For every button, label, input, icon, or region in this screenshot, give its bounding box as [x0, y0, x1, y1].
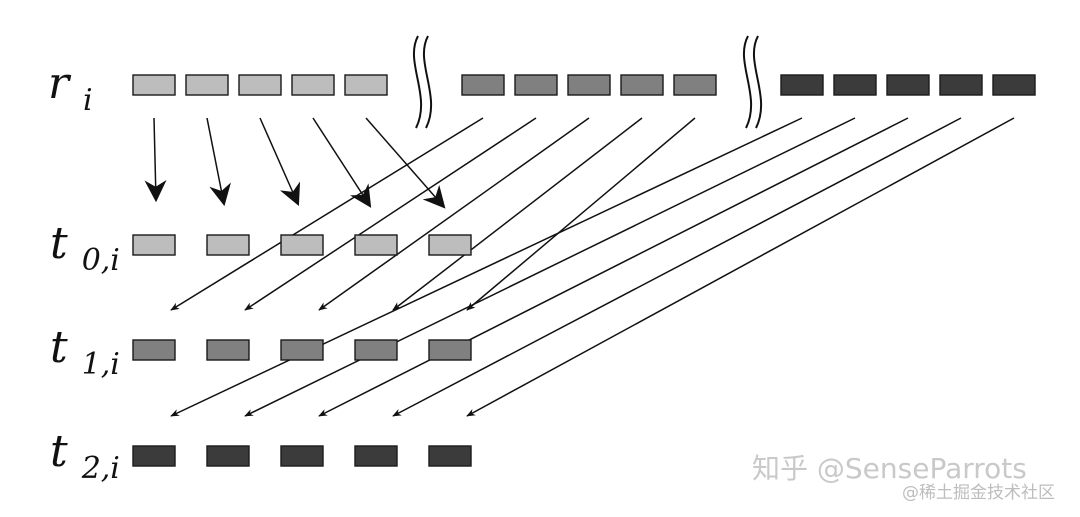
break-mark-2 [743, 35, 763, 129]
r-cell-g1-4 [673, 74, 717, 96]
t1-cell-2 [280, 339, 324, 361]
label-t1-sub: 1,i [82, 347, 120, 382]
label-r-i: r i [48, 58, 93, 118]
arrow-g1-0 [170, 117, 484, 311]
arrow-g1-3 [392, 117, 643, 311]
svg-text:t 2,i: t 2,i [50, 426, 120, 486]
arrow-g2-0 [170, 117, 803, 417]
r-cell-g2-0 [780, 74, 824, 96]
r-cell-g2-2 [886, 74, 930, 96]
label-t0-sub: 0,i [82, 243, 120, 278]
r-cell-g0-0 [132, 74, 176, 96]
arrow-g1-1 [244, 117, 537, 311]
arrow-g2-4 [466, 117, 1015, 417]
r-cell-g1-0 [461, 74, 505, 96]
t1-cell-3 [354, 339, 398, 361]
t0-cell-4 [428, 234, 472, 256]
t1-cell-4 [428, 339, 472, 361]
r-cell-g2-1 [833, 74, 877, 96]
svg-text:r i: r i [48, 58, 93, 118]
t1-cell-1 [206, 339, 250, 361]
arrow-g0-0 [144, 117, 167, 203]
svg-text:t 0,i: t 0,i [50, 218, 120, 278]
label-r-base: r [48, 58, 72, 109]
r-cell-g0-3 [291, 74, 335, 96]
label-t1-i: t 1,i [50, 322, 120, 382]
arrow-g2-3 [392, 117, 962, 417]
arrow-g2-2 [318, 117, 909, 417]
svg-text:t 1,i: t 1,i [50, 322, 120, 382]
cell-layer [132, 74, 1036, 467]
watermark-line2: @稀土掘金技术社区 [902, 483, 1055, 503]
label-t1-base: t [50, 322, 68, 373]
r-cell-g0-1 [185, 74, 229, 96]
r-cell-g0-2 [238, 74, 282, 96]
t0-cell-3 [354, 234, 398, 256]
label-t2-i: t 2,i [50, 426, 120, 486]
label-r-sub: i [83, 83, 93, 118]
arrow-g2-1 [244, 117, 856, 417]
r-cell-g1-3 [620, 74, 664, 96]
arrow-g0-1 [206, 117, 231, 207]
label-t2-base: t [50, 426, 68, 477]
label-t2-sub: 2,i [81, 451, 120, 486]
watermark: 知乎 @SenseParrots @稀土掘金技术社区 [752, 452, 1055, 503]
arrow-layer [144, 117, 1015, 417]
arrow-g1-4 [466, 117, 696, 311]
t2-cell-4 [428, 445, 472, 467]
r-cell-g1-2 [567, 74, 611, 96]
t2-cell-3 [354, 445, 398, 467]
label-t0-base: t [50, 218, 68, 269]
arrow-g1-2 [318, 117, 590, 311]
t0-cell-2 [280, 234, 324, 256]
watermark-line1: 知乎 @SenseParrots [752, 452, 1027, 485]
t2-cell-1 [206, 445, 250, 467]
r-cell-g2-3 [939, 74, 983, 96]
r-cell-g2-4 [992, 74, 1036, 96]
t2-cell-0 [132, 445, 176, 467]
t1-cell-0 [132, 339, 176, 361]
r-cell-g0-4 [344, 74, 388, 96]
break-mark-1 [413, 35, 433, 129]
t0-cell-0 [132, 234, 176, 256]
arrow-g0-2 [259, 117, 301, 207]
label-t0-i: t 0,i [50, 218, 120, 278]
arrow-g0-3 [312, 117, 372, 208]
t0-cell-1 [206, 234, 250, 256]
arrow-g0-4 [365, 117, 446, 209]
t2-cell-2 [280, 445, 324, 467]
r-cell-g1-1 [514, 74, 558, 96]
